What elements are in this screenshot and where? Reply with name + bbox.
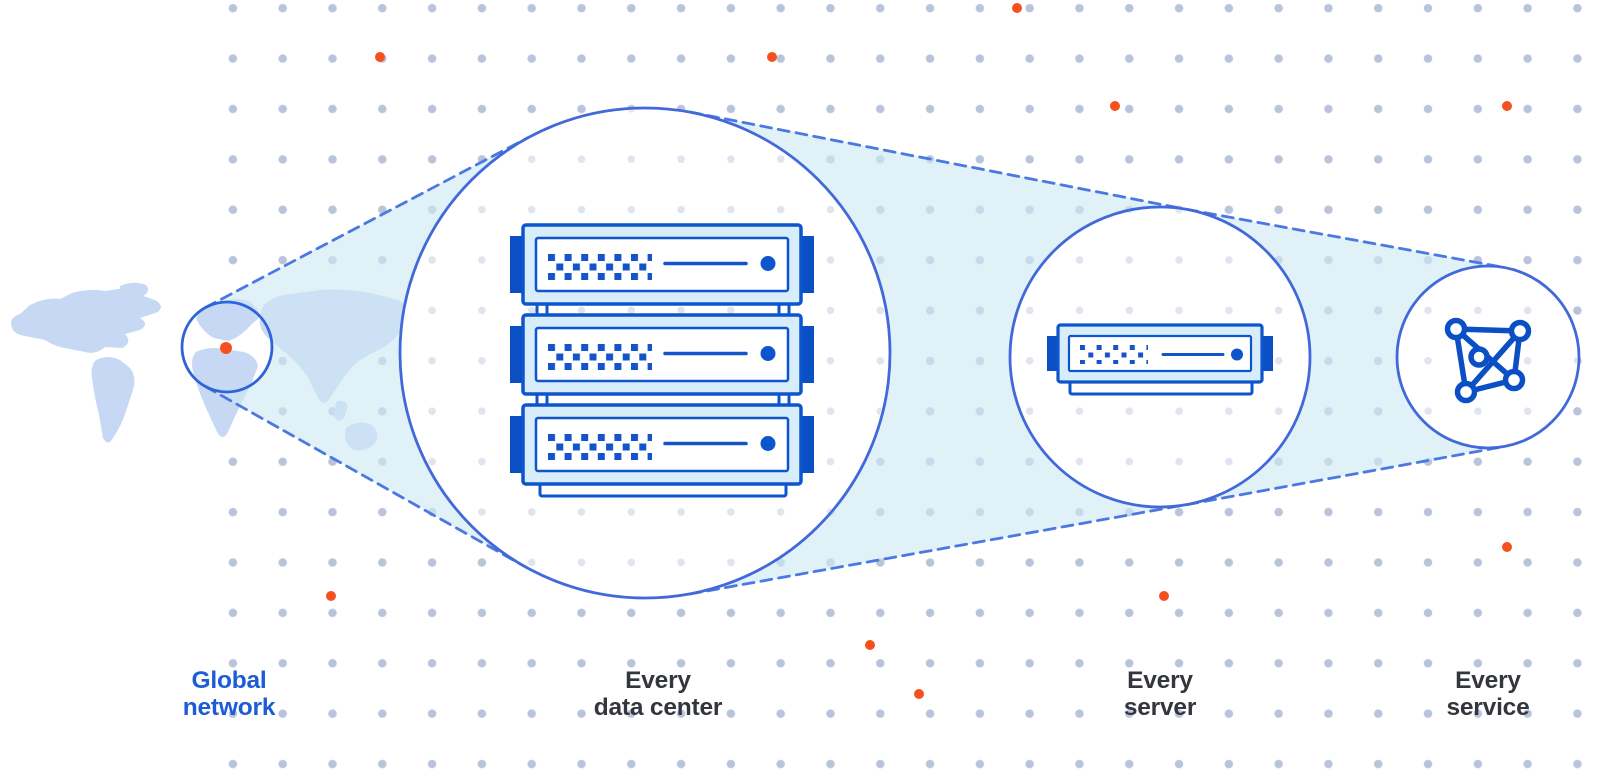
server-indicator-dot [760, 436, 776, 451]
server-unit-icon [1047, 323, 1273, 396]
network-mesh-icon [1444, 317, 1532, 404]
zoom-tangent-lines [204, 110, 1506, 596]
caption-line: Global [191, 667, 267, 694]
accent-dot [1110, 101, 1120, 111]
circle-ring [398, 106, 892, 600]
caption-global-network: Global network [119, 667, 339, 721]
led-matrix [548, 254, 652, 280]
caption-line: Every [1455, 667, 1521, 694]
accent-dot [1159, 591, 1169, 601]
rack-ear-left [510, 326, 523, 383]
global-network-circle [180, 300, 274, 394]
caption-line: Every [625, 667, 691, 694]
accent-dot [1012, 3, 1022, 13]
circle-ring [1008, 205, 1312, 509]
continent-south-america [91, 357, 135, 443]
caption-line: network [182, 693, 276, 721]
mesh-node [1508, 319, 1532, 343]
rack-ear-left [1047, 336, 1059, 371]
mesh-node [1454, 380, 1478, 404]
caption-every-service: Every service [1378, 667, 1598, 721]
continent-north-america [11, 288, 161, 353]
caption-line: service [1446, 693, 1530, 721]
tangent-line [688, 110, 1189, 212]
mesh-node [1502, 368, 1526, 392]
led-matrix [548, 344, 652, 370]
server-unit-3 [510, 403, 814, 486]
server-indicator-dot [760, 256, 776, 271]
tangent-line [204, 136, 530, 309]
led-matrix [548, 434, 652, 460]
continent-greenland [119, 282, 149, 298]
rack-ear-left [510, 236, 523, 293]
tangent-line [1185, 207, 1506, 269]
rack-ear-right [801, 326, 814, 383]
caption-line: Every [1127, 667, 1193, 694]
rack-ear-right [801, 236, 814, 293]
accent-dot [1502, 101, 1512, 111]
server-rack-icon [510, 223, 814, 498]
caption-every-server: Every server [1050, 667, 1270, 721]
mesh-node-center [1468, 346, 1490, 368]
tangent-line [688, 502, 1189, 596]
server-unit-2 [510, 313, 814, 396]
circle-ring [1395, 264, 1581, 450]
mesh-edge [1463, 328, 1523, 395]
tangent-line [1185, 445, 1506, 507]
rack-ear-left [510, 416, 523, 473]
accent-dot [375, 52, 385, 62]
rack-ear-right [801, 416, 814, 473]
mesh-node [1444, 317, 1468, 341]
server-indicator-dot [1231, 348, 1243, 361]
server-indicator-dot [760, 346, 776, 361]
location-marker-dot [220, 342, 232, 354]
caption-line: server [1123, 693, 1197, 721]
accent-dot [914, 689, 924, 699]
accent-dot [865, 640, 875, 650]
rack-ear-right [1261, 336, 1273, 371]
accent-dot [1502, 542, 1512, 552]
accent-dot [326, 591, 336, 601]
caption-every-data-center: Every data center [548, 667, 768, 721]
tangent-line [204, 385, 530, 570]
continent-europe [196, 299, 260, 341]
server-unit-1 [510, 223, 814, 306]
map-highlight-ring [180, 300, 274, 394]
caption-line: data center [593, 693, 723, 721]
led-matrix [1080, 345, 1148, 364]
accent-dot [767, 52, 777, 62]
